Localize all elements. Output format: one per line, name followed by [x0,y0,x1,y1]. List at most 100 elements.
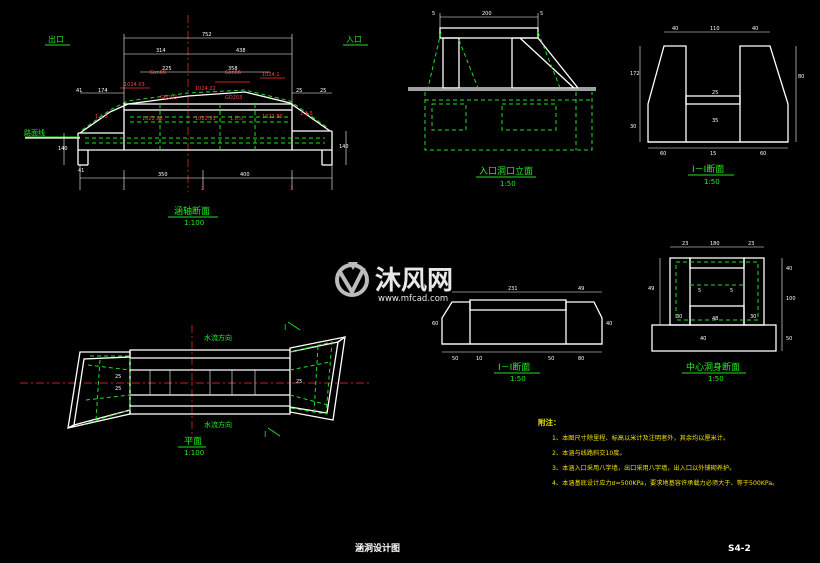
svg-text:1024.1: 1024.1 [262,72,280,78]
note-item: 2、本涵与线路斜交10度。 [552,449,626,457]
drawing-title: 涵洞设计图 [355,542,400,554]
outlet-label: 出口 [48,34,64,44]
watermark: 沐风网 www.mfcad.com [335,262,453,304]
slope-left-label: 1:1.5 [95,114,108,120]
svg-text:I: I [264,430,266,439]
watermark-brand: 沐风网 [375,266,453,296]
svg-text:1022.80: 1022.80 [262,114,283,120]
plan-scale: 1:100 [184,449,204,457]
dim-c-40b: 40 [700,336,706,342]
svg-text:25: 25 [115,374,121,380]
svg-text:I: I [284,323,286,332]
svg-text:1024.22: 1024.22 [195,86,216,92]
svg-text:60: 60 [660,151,666,157]
section-1-mid-scale: 1:50 [510,375,526,383]
dim-s2-10: 10 [476,356,482,362]
dim-c-48: 48 [712,316,718,322]
dim-s2-60: 60 [432,321,438,327]
svg-text:60: 60 [760,151,766,157]
dim-s1-25: 25 [712,90,718,96]
flow-down-label: 水流方向 [204,420,232,429]
svg-text:25: 25 [296,379,302,385]
dim-c-30b: 30 [750,314,756,320]
dim-c-180: 180 [710,241,720,247]
svg-text:1: 1 [122,186,125,192]
dim-s1-80: 80 [798,74,804,80]
dim-elev-5l: 5 [432,11,435,17]
dim-axis-25a: 25 [296,88,302,94]
notes-heading: 附注： [538,417,561,427]
dim-s2-80: 80 [578,356,584,362]
axis-section-title: 涵轴断面 [174,205,210,217]
section-1-top-scale: 1:50 [704,178,720,186]
dim-c-50: 50 [786,336,792,342]
axis-section-scale: 1:100 [184,219,204,227]
dim-axis-25b: 25 [320,88,326,94]
inlet-elevation-title: 入口洞口立面 [479,165,533,177]
svg-text:1022.86: 1022.86 [142,116,163,122]
dim-axis-41b: 41 [78,168,84,174]
center-section-scale: 1:50 [708,375,724,383]
dim-c-100: 100 [786,296,796,302]
dim-axis-left: 314 [156,48,166,54]
dim-s1-35: 35 [712,118,718,124]
axis-section-view: 1024.03 1024.22 1024.1 1022.86 1022.83 1… [24,15,368,227]
dim-axis-bot-l: 350 [158,172,168,178]
dim-c-30: 30 [676,314,682,320]
center-section-view: 180 23 23 49 40 100 5 5 30 30 48 50 40 中… [648,241,796,383]
note-item: 1、本图尺寸除里程、标高以米计及注明者外，其余均以厘米计。 [552,434,729,442]
note-item: 3、本涵入口采用八字墙，出口采用八字墙，出入口以外铺砌养护。 [552,464,735,472]
dim-axis-total: 752 [202,32,212,38]
svg-text:15: 15 [710,151,716,157]
svg-text:2: 2 [201,186,204,192]
section-1-mid-title: I－I断面 [498,361,530,373]
note-item: 4、本涵基底设计应力σ=500KPa，要求地基容许承载力必须大于、等于500KP… [552,479,778,487]
dim-c-40: 40 [786,266,792,272]
dim-c-49: 49 [648,286,654,292]
dim-s1-172: 172 [630,71,640,77]
svg-text:1024.03: 1024.03 [124,82,145,88]
watermark-logo-icon [335,262,369,297]
dim-axis-bot-r: 400 [240,172,250,178]
dim-s1-40b: 40 [752,26,758,32]
svg-text:Gsn66: Gsn66 [225,70,241,76]
section-1-mid-view: 231 49 50 10 50 80 60 40 I－I断面 1:50 [432,286,612,383]
svg-text:Gsn66: Gsn66 [150,70,166,76]
notes-block: 附注： 1、本图尺寸除里程、标高以米计及注明者外，其余均以厘米计。 2、本涵与线… [538,417,778,487]
dim-s1-40: 40 [672,26,678,32]
inlet-elevation-scale: 1:50 [500,180,516,188]
dim-s1-30: 30 [630,124,636,130]
dim-elev-5r: 5 [540,11,543,17]
sheet-number: S4-2 [728,544,751,554]
dim-elev-top: 200 [482,11,492,17]
plan-view: 水流方向 水流方向 I I 25 25 25 平面 1:100 [20,321,370,457]
road-centerline-label: 路面线 [24,128,45,137]
inlet-label: 入口 [346,35,362,44]
section-1-top-title: I－I断面 [692,163,724,175]
svg-text:GD203: GD203 [225,95,242,101]
svg-text:3: 3 [290,186,293,192]
svg-text:1.0%: 1.0% [230,116,243,122]
svg-text:25: 25 [115,386,121,392]
dim-axis-mid-l: 225 [162,66,172,72]
dim-axis-140: 140 [58,146,68,152]
watermark-url: www.mfcad.com [378,294,448,304]
dim-axis-right: 438 [236,48,246,54]
dim-axis-174: 174 [98,88,108,94]
dim-axis-140b: 140 [339,144,349,150]
dim-s2-50a: 50 [452,356,458,362]
dim-s2-49: 49 [578,286,584,292]
svg-text:1022.83: 1022.83 [195,116,216,122]
dim-c-5: 5 [698,288,701,294]
center-section-title: 中心洞身断面 [686,361,740,373]
dim-s2-231: 231 [508,286,518,292]
flow-up-label: 水流方向 [204,333,232,342]
dim-s1-w: 110 [710,26,720,32]
dim-c-5b: 5 [730,288,733,294]
dim-c-23b: 23 [748,241,754,247]
dim-s2-40: 40 [606,321,612,327]
title-footer: 涵洞设计图 S4-2 [355,542,751,554]
slope-right-label: 1:1.5 [300,111,313,117]
plan-title: 平面 [184,436,202,447]
